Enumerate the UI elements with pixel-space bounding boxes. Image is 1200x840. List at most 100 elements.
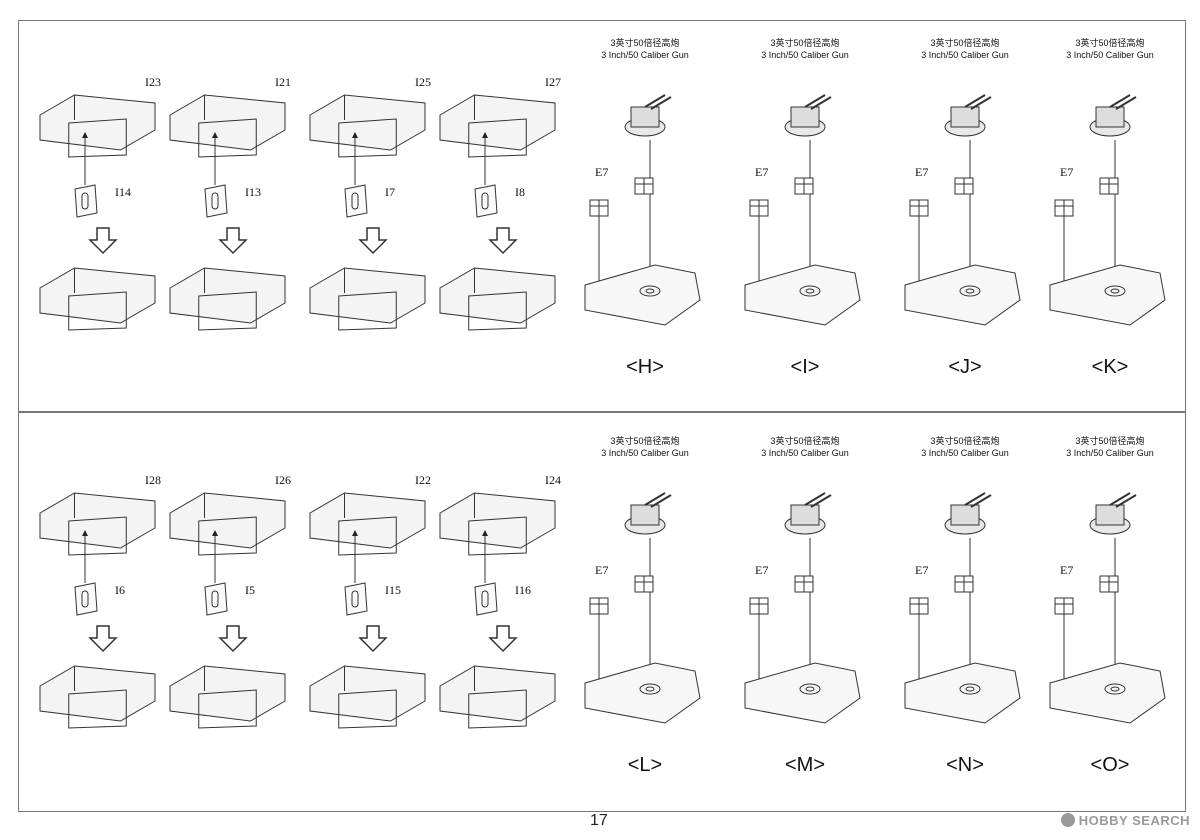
step-label: <I>: [791, 356, 820, 378]
gun-label-cn: 3英寸50倍径高炮: [770, 435, 839, 446]
gun-barrel: [1109, 94, 1131, 108]
gun-label-cn: 3英寸50倍径高炮: [930, 435, 999, 446]
part-label: I5: [245, 583, 255, 597]
ammo-box: [794, 177, 805, 195]
gun-<J>: [944, 94, 992, 137]
assembled-hull-t2: [309, 267, 426, 331]
gun-ring-inner: [805, 288, 815, 294]
gun-ring: [639, 285, 661, 297]
gun-<K>: [1089, 94, 1137, 137]
ammo-1: [589, 199, 609, 217]
gun-ring: [1104, 285, 1126, 297]
gun-mount: [790, 106, 820, 128]
gun-barrel: [650, 96, 672, 110]
ammo-2: [954, 177, 974, 195]
part-label: I13: [245, 185, 261, 199]
deck-outline: [744, 264, 861, 326]
deck-<O>: [1049, 662, 1166, 724]
gun-label-cn: 3英寸50倍径高炮: [770, 37, 839, 48]
hull-t3: [439, 94, 556, 158]
ammo-1: [749, 199, 769, 217]
ammo-box: [954, 575, 965, 593]
ammo-box: [643, 575, 654, 593]
part-label: I8: [515, 185, 525, 199]
ammo-box: [589, 199, 600, 217]
hull-outline: [169, 665, 286, 722]
part-label: I14: [115, 185, 131, 199]
gun-barrel: [644, 94, 666, 108]
plate-outline: [344, 582, 368, 616]
hull-b2: [309, 492, 426, 556]
part-label: I7: [385, 185, 395, 199]
hull-b0: [39, 492, 156, 556]
shell-label: E7: [755, 165, 768, 179]
step-label: <J>: [948, 356, 981, 378]
step-label: <N>: [946, 754, 984, 776]
ammo-box: [963, 177, 974, 195]
hull-box: [68, 118, 127, 158]
ammo-box: [803, 575, 814, 593]
deck-<H>: [584, 264, 701, 326]
plate-outline: [474, 184, 498, 218]
hull-outline: [169, 492, 286, 549]
ammo-1: [1054, 597, 1074, 615]
down-arrow: [488, 625, 518, 653]
part-label: I25: [415, 75, 431, 89]
assembled-hull-b2: [309, 665, 426, 729]
plate-outline: [474, 582, 498, 616]
gun-ring-inner: [805, 686, 815, 692]
gun-ring-inner: [1110, 686, 1120, 692]
step-label: <K>: [1092, 356, 1129, 378]
plate-outline: [74, 582, 98, 616]
hull-outline: [309, 665, 426, 722]
deck-outline: [904, 264, 1021, 326]
gun-label-en: 3 Inch/50 Caliber Gun: [1066, 50, 1154, 60]
plate-b0: [74, 582, 98, 616]
plate-t3: [474, 184, 498, 218]
assembled-hull-b1: [169, 665, 286, 729]
hull-box: [338, 516, 397, 556]
gun-mount: [630, 504, 660, 526]
gun-label-en: 3 Inch/50 Caliber Gun: [921, 448, 1009, 458]
page-number: 17: [590, 812, 608, 829]
part-label: I6: [115, 583, 125, 597]
ammo-box: [634, 177, 645, 195]
step-label: <L>: [628, 754, 662, 776]
gun-ring-inner: [645, 288, 655, 294]
plate-b3: [474, 582, 498, 616]
hull-outline: [309, 492, 426, 549]
gun-label-en: 3 Inch/50 Caliber Gun: [761, 448, 849, 458]
gun-mount: [1095, 106, 1125, 128]
down-arrow: [488, 227, 518, 255]
watermark-logo-icon: [1060, 813, 1075, 827]
plate-b2: [344, 582, 368, 616]
hull-t0: [39, 94, 156, 158]
hull-box: [68, 291, 127, 331]
ammo-box: [1108, 177, 1119, 195]
hull-outline: [309, 267, 426, 324]
part-label: I16: [515, 583, 531, 597]
down-arrow: [358, 625, 388, 653]
step-label: <H>: [626, 356, 664, 378]
deck-<I>: [744, 264, 861, 326]
part-label: I15: [385, 583, 401, 597]
hull-box: [68, 516, 127, 556]
gun-barrel: [970, 96, 992, 110]
gun-ring-inner: [965, 686, 975, 692]
deck-<J>: [904, 264, 1021, 326]
hull-outline: [169, 94, 286, 151]
hull-box: [468, 118, 527, 158]
gun-barrel: [804, 492, 826, 506]
deck-outline: [1049, 264, 1166, 326]
plate-detail: [481, 590, 489, 608]
gun-ring-inner: [965, 288, 975, 294]
ammo-1: [909, 597, 929, 615]
down-arrow: [218, 625, 248, 653]
ammo-box: [1099, 575, 1110, 593]
gun-label-cn: 3英寸50倍径高炮: [610, 435, 679, 446]
plate-outline: [74, 184, 98, 218]
ammo-box: [749, 597, 760, 615]
watermark-text: HOBBY SEARCH: [1078, 813, 1190, 828]
gun-barrel: [964, 94, 986, 108]
ammo-box: [758, 597, 769, 615]
